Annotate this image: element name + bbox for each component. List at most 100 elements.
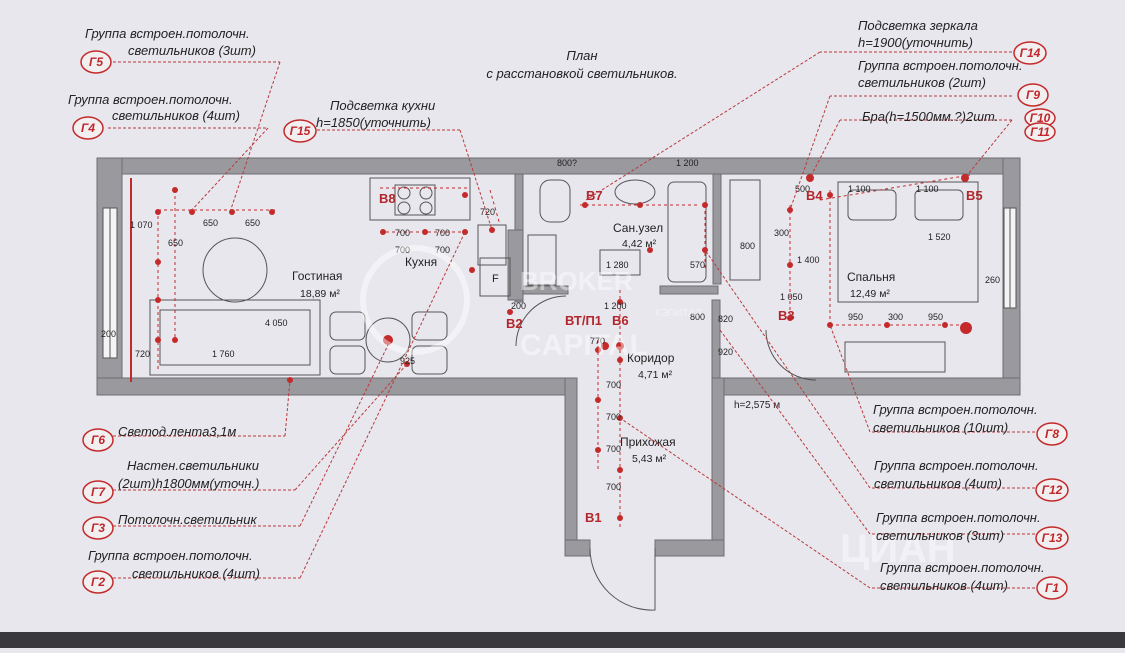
dim-label: 570	[690, 260, 705, 270]
plan-title-line2: с расстановкой светильников.	[486, 66, 677, 81]
dim-label: 700	[435, 245, 450, 255]
dim-label: 700	[395, 245, 410, 255]
code-vt-p1: ВТ/П1	[565, 313, 602, 328]
dim-label: 260	[985, 275, 1000, 285]
dim-label: 1 520	[928, 232, 951, 242]
room-name-hall: Прихожая	[620, 435, 676, 449]
dim-label: 800	[740, 241, 755, 251]
code-b2: В2	[506, 316, 523, 331]
dim-label: 950	[848, 312, 863, 322]
dim-label: 200	[511, 301, 526, 311]
room-name-bath: Сан.узел	[613, 221, 663, 235]
code-b4: В4	[806, 188, 823, 203]
dim-label: 700	[435, 228, 450, 238]
callout-text: светильников (10шт)	[873, 420, 1008, 435]
callout-text: Светод.лента3,1м	[118, 424, 236, 439]
room-name-living: Гостиная	[292, 269, 342, 283]
callout-text: светильников (3шт)	[876, 528, 1004, 543]
dim-label: 770	[590, 336, 605, 346]
room-name-kitchen: Кухня	[405, 255, 437, 269]
dim-label: 700	[395, 228, 410, 238]
watermark-kapital: КЭПИТАЛ	[655, 308, 702, 319]
dim-label: 700	[606, 380, 621, 390]
callout-text: Бра(h=1500мм.?)2шт.	[862, 109, 998, 124]
code-b5: В5	[966, 188, 983, 203]
dim-label: 700	[606, 412, 621, 422]
switch-codes: В8 В7 В2 ВТ/П1 В6 В3 В4 В5 В1 F	[379, 188, 983, 525]
callout-tag: Г4	[81, 121, 95, 135]
callout-g14: Подсветка зеркала h=1900(уточнить) Г14	[858, 18, 1047, 65]
callout-leaders	[108, 51, 1040, 589]
callout-g6: Светод.лента3,1м Г6	[82, 424, 236, 452]
callout-g7: Настен.светильники (2шт)h1800мм(уточн.) …	[82, 458, 259, 504]
dimension-labels: 800? 1 200 1 070 650 650 650 700 700 720…	[101, 158, 1000, 492]
callout-tag: Г6	[91, 433, 105, 447]
watermark: BROKER КЭПИТАЛ CAPITAL ЦИАН	[360, 245, 956, 571]
callout-text: светильников (4шт)	[132, 566, 260, 581]
callout-tag: Г9	[1026, 88, 1040, 102]
dim-label: 1 400	[797, 255, 820, 265]
dim-label: 300	[888, 312, 903, 322]
callout-g15: Подсветка кухни h=1850(уточнить) Г15	[283, 98, 435, 143]
plan-title-line1: План	[566, 48, 597, 63]
callout-text: Группа встроен.потолочн.	[873, 402, 1038, 417]
callout-g9: Группа встроен.потолочн. светильников (2…	[858, 58, 1049, 107]
callout-g1: Группа встроен.потолочн. светильников (4…	[880, 560, 1068, 600]
callout-tag: Г13	[1042, 531, 1063, 545]
dim-label: 1 280	[606, 260, 629, 270]
dim-label: 700	[606, 444, 621, 454]
callout-g10-g11: Бра(h=1500мм.?)2шт. Г10 Г11	[862, 108, 1056, 142]
dim-label: 4 050	[265, 318, 288, 328]
callout-text: Группа встроен.потолочн.	[85, 26, 250, 41]
callout-text: Потолочн.светильник	[118, 512, 257, 527]
room-area-corridor: 4,71 м²	[638, 369, 673, 381]
watermark-broker: BROKER	[520, 266, 633, 296]
code-b1: В1	[585, 510, 602, 525]
callout-text: Группа встроен.потолочн.	[858, 58, 1023, 73]
callout-text: Настен.светильники	[127, 458, 259, 473]
callout-text: светильников (4шт)	[874, 476, 1002, 491]
callout-g2: Группа встроен.потолочн. светильников (4…	[82, 548, 260, 594]
callout-g12: Группа встроен.потолочн. светильников (4…	[874, 458, 1069, 502]
dim-label: 650	[203, 218, 218, 228]
callout-g5: Группа встроен.потолочн. светильников (3…	[80, 26, 256, 74]
dim-label: 1 200	[604, 301, 627, 311]
dim-label: 650	[168, 238, 183, 248]
photo-bottom-edge	[0, 632, 1125, 648]
code-b3: В3	[778, 308, 795, 323]
dim-label: 920	[718, 347, 733, 357]
room-area-bath: 4,42 м²	[622, 238, 657, 250]
room-area-living: 18,89 м²	[300, 288, 340, 300]
dim-label: 820	[718, 314, 733, 324]
dim-label: 1 200	[676, 158, 699, 168]
callout-text: Группа встроен.потолочн.	[874, 458, 1039, 473]
callout-g3: Потолочн.светильник Г3	[82, 512, 257, 540]
callout-tag: Г10	[1030, 111, 1051, 125]
dim-label: 1 100	[848, 184, 871, 194]
callout-text: h=1850(уточнить)	[316, 115, 431, 130]
callout-tag: Г3	[91, 521, 105, 535]
code-b7: В7	[586, 188, 603, 203]
dim-label: 200	[101, 329, 116, 339]
dim-label: 800?	[557, 158, 577, 168]
callout-text: Группа встроен.потолочн.	[880, 560, 1045, 575]
callout-text: h=1900(уточнить)	[858, 35, 973, 50]
dim-label: 500	[795, 184, 810, 194]
callout-text: светильников (3шт)	[128, 43, 256, 58]
dim-label: 1 760	[212, 349, 235, 359]
callout-text: Группа встроен.потолочн.	[88, 548, 253, 563]
callout-text: Группа встроен.потолочн.	[876, 510, 1041, 525]
dim-label: 720	[480, 207, 495, 217]
callout-text: светильников (2шт)	[858, 75, 986, 90]
furniture	[149, 177, 979, 611]
room-name-corridor: Коридор	[627, 351, 675, 365]
code-b6: В6	[612, 313, 629, 328]
callout-text: светильников (4шт)	[880, 578, 1008, 593]
watermark-capital: CAPITAL	[520, 329, 648, 362]
dim-label: 650	[245, 218, 260, 228]
dim-label: 1 070	[130, 220, 153, 230]
windows	[102, 207, 1017, 359]
callout-tag: Г2	[91, 575, 105, 589]
